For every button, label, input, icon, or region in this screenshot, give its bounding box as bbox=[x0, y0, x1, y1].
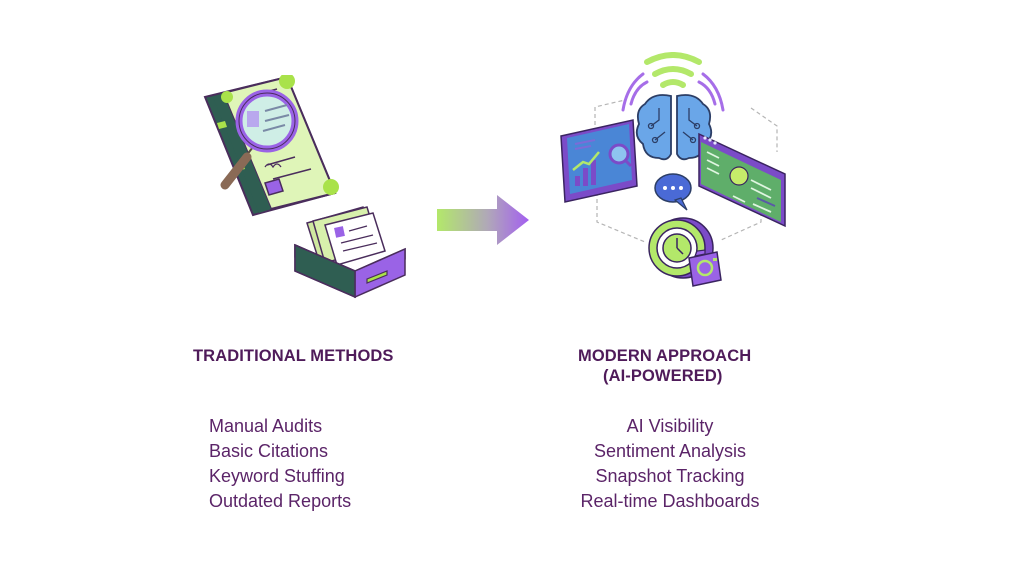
magnifying-glass-icon bbox=[220, 89, 299, 190]
list-item: Basic Citations bbox=[209, 441, 329, 461]
list-item: Sentiment Analysis bbox=[593, 441, 747, 461]
file-box-icon bbox=[294, 206, 406, 299]
list-item: Real-time Dashboards bbox=[580, 491, 760, 511]
modern-approach-heading-line1: MODERN APPROACH bbox=[578, 347, 752, 365]
modern-approach-heading: MODERN APPROACH (AI-POWERED) bbox=[578, 346, 758, 386]
list-item: AI Visibility bbox=[626, 416, 714, 436]
traditional-methods-list: Manual Audits Basic Citations Keyword St… bbox=[209, 414, 351, 514]
chat-bubble-icon bbox=[654, 173, 692, 211]
list-item: Keyword Stuffing bbox=[209, 466, 345, 486]
ai-powered-illustration bbox=[555, 52, 795, 297]
traditional-methods-heading: TRADITIONAL METHODS bbox=[193, 347, 394, 365]
clock-camera-icon bbox=[648, 217, 722, 287]
right-arrow-icon bbox=[437, 195, 531, 245]
modern-approach-list: AI Visibility Sentiment Analysis Snapsho… bbox=[570, 414, 770, 514]
signal-icon bbox=[621, 52, 725, 112]
analytics-screen-icon bbox=[560, 119, 638, 203]
dashboard-screen-icon bbox=[698, 132, 786, 228]
list-item: Manual Audits bbox=[209, 416, 323, 436]
traditional-methods-illustration bbox=[195, 75, 415, 300]
list-item: Outdated Reports bbox=[209, 491, 352, 511]
list-item: Snapshot Tracking bbox=[595, 466, 745, 486]
modern-approach-heading-line2: (AI-POWERED) bbox=[603, 367, 723, 385]
